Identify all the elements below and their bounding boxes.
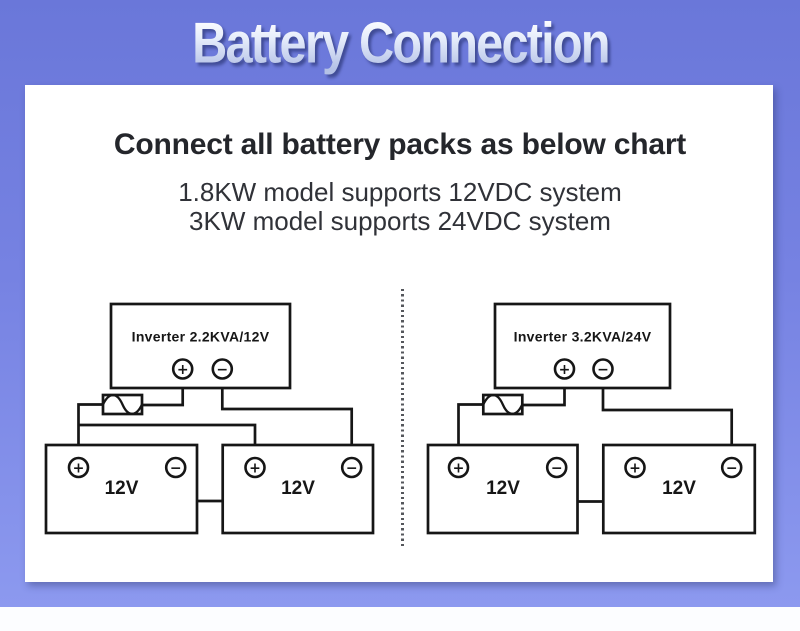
battery1-negative-terminal-icon bbox=[545, 456, 568, 479]
inverter-label: Inverter 3.2KVA/24V bbox=[514, 329, 652, 345]
battery2-positive-terminal-icon bbox=[244, 456, 266, 479]
battery1-label: 12V bbox=[486, 478, 520, 499]
plus-sign: + bbox=[177, 362, 189, 378]
inverter-box bbox=[109, 302, 292, 390]
inverter-positive-terminal-icon bbox=[553, 358, 576, 380]
plus-sign: + bbox=[629, 461, 641, 477]
card-heading: Connect all battery packs as below chart bbox=[113, 128, 687, 161]
battery1-label: 12V bbox=[105, 478, 139, 499]
inverter-negative-terminal-icon bbox=[211, 358, 234, 380]
battery2-negative-terminal-icon bbox=[340, 456, 363, 479]
minus-sign: − bbox=[726, 461, 738, 477]
inverter-label: Inverter 2.2KVA/12V bbox=[132, 329, 270, 345]
diagram-24v-series: Inverter 3.2KVA/24V 12V 12V + − + − + − bbox=[426, 302, 757, 535]
negative-wire bbox=[220, 378, 354, 458]
fuse-wave-icon bbox=[101, 394, 144, 415]
plus-sign: + bbox=[73, 461, 85, 477]
positive-wire-to-battery1 bbox=[77, 403, 103, 458]
model-note-12vdc: 1.8KW model supports 12VDC system bbox=[178, 177, 622, 207]
inverter-negative-terminal-icon bbox=[592, 358, 614, 380]
plus-sign: + bbox=[559, 362, 571, 378]
minus-sign: − bbox=[551, 461, 563, 477]
inverter-positive-terminal-icon bbox=[171, 358, 194, 380]
battery1-positive-terminal-icon bbox=[447, 456, 470, 479]
page-title: Battery Connection bbox=[191, 11, 610, 75]
title-row: Battery Connection bbox=[0, 0, 800, 86]
minus-sign: − bbox=[346, 461, 358, 477]
positive-wire-to-battery1 bbox=[457, 403, 484, 458]
plus-sign: + bbox=[249, 461, 261, 477]
minus-sign: − bbox=[170, 461, 182, 477]
battery2-label: 12V bbox=[281, 478, 315, 499]
diagram-divider bbox=[401, 289, 404, 546]
fuse-wave-icon bbox=[482, 394, 524, 415]
diagram-12v-parallel: Inverter 2.2KVA/12V 12V 12V + − + − + − bbox=[44, 302, 375, 535]
footer-strip bbox=[0, 607, 800, 631]
battery1-positive-terminal-icon bbox=[67, 456, 90, 479]
inverter-box bbox=[493, 302, 672, 390]
battery2-label: 12V bbox=[662, 478, 696, 499]
minus-sign: − bbox=[216, 362, 228, 378]
model-note-24vdc: 3KW model supports 24VDC system bbox=[189, 206, 611, 236]
plus-sign: + bbox=[453, 461, 465, 477]
minus-sign: − bbox=[597, 362, 609, 378]
battery2-negative-terminal-icon bbox=[720, 456, 743, 479]
negative-wire bbox=[601, 378, 734, 458]
battery2-positive-terminal-icon bbox=[624, 456, 646, 479]
battery1-negative-terminal-icon bbox=[164, 456, 187, 479]
